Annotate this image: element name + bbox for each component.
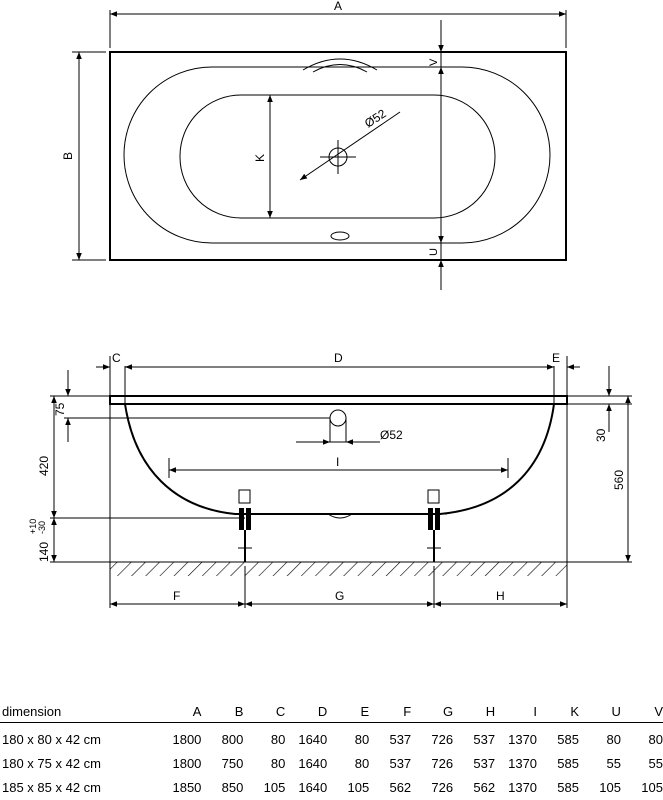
table-header-H: H — [453, 700, 496, 723]
table-cell: 1640 — [298, 731, 328, 747]
table-row: 185 x 85 x 42 cm 1850 850 105 1640 105 5… — [0, 775, 663, 799]
table-header-B: B — [201, 700, 244, 723]
leg-left — [232, 489, 258, 562]
table-header-G: G — [411, 700, 454, 723]
table-cell: 585 — [557, 731, 579, 747]
table-cell: 750 — [221, 755, 244, 771]
dim-C-label: C — [112, 351, 121, 365]
side-view: Ø52 C D E — [28, 351, 632, 608]
tub-outer-rim — [109, 51, 567, 261]
table-cell: 537 — [389, 755, 412, 771]
table-cell: 180 x 80 x 42 cm — [2, 731, 101, 747]
table-cell: 105 — [641, 779, 663, 795]
table-header-A: A — [159, 700, 202, 723]
table-cell: 1800 — [172, 731, 202, 747]
table-cell: 726 — [431, 779, 454, 795]
table-row: 180 x 80 x 42 cm 1800 800 80 1640 80 537… — [0, 723, 663, 752]
dim-E-label: E — [552, 351, 560, 365]
drain-leader — [299, 111, 401, 181]
table-cell: 55 — [648, 755, 663, 771]
table-cell: 180 x 75 x 42 cm — [2, 755, 101, 771]
dim-420-label: 420 — [37, 456, 51, 476]
dim-I-label: I — [336, 455, 339, 469]
dim-75-label: 75 — [53, 402, 67, 416]
table-cell: 562 — [389, 779, 412, 795]
table-cell: 800 — [221, 731, 244, 747]
dim-V-label: V — [428, 58, 440, 66]
dim-K-label: K — [253, 154, 267, 162]
table-cell: 726 — [431, 731, 454, 747]
table-cell: 1640 — [298, 779, 328, 795]
side-overflow — [329, 409, 347, 427]
table-cell: 537 — [473, 731, 496, 747]
floor-hatching — [110, 562, 567, 576]
table-cell: 105 — [347, 779, 370, 795]
dim-560-label: 560 — [612, 470, 626, 490]
tolerance-plus: +10 — [28, 519, 38, 534]
table-cell: 562 — [473, 779, 496, 795]
dimension-table: dimension A B C D E F G H I K U V 180 x … — [0, 700, 663, 799]
table-cell: 537 — [473, 755, 496, 771]
table-cell: 80 — [648, 731, 663, 747]
table-header-row: dimension A B C D E F G H I K U V — [0, 700, 663, 723]
tub-body-profile — [124, 403, 555, 515]
overflow-outline — [302, 58, 378, 71]
bathtub-technical-drawing: Ø52 A B K V U — [28, 0, 632, 608]
table-cell: 1640 — [298, 755, 328, 771]
table-header-F: F — [369, 700, 412, 723]
table-cell: 80 — [354, 731, 370, 747]
dim-G-label: G — [335, 589, 344, 603]
table-header-I: I — [495, 700, 538, 723]
table-header-C: C — [243, 700, 286, 723]
top-view: Ø52 A B K V U — [61, 0, 567, 290]
table-cell: 1370 — [508, 755, 538, 771]
dim-B-label: B — [61, 152, 75, 160]
table-cell: 80 — [270, 755, 286, 771]
table-cell: 80 — [354, 755, 370, 771]
dim-H-label: H — [496, 589, 505, 603]
tub-bottom-outline — [179, 94, 496, 219]
table-cell: 585 — [557, 779, 579, 795]
table-cell: 1850 — [172, 779, 202, 795]
dim-U-label: U — [428, 248, 440, 256]
top-drain-label: Ø52 — [362, 106, 389, 130]
dim-140-label: 140 — [37, 542, 51, 562]
dim-30-label: 30 — [594, 428, 608, 442]
front-overflow — [330, 231, 350, 241]
table-header-V: V — [620, 700, 663, 723]
table-header-dimension: dimension — [0, 700, 160, 723]
dim-D-label: D — [334, 351, 343, 365]
table-cell: 80 — [606, 731, 621, 747]
table-cell: 1370 — [508, 779, 538, 795]
table-header-E: E — [327, 700, 370, 723]
table-header-D: D — [285, 700, 328, 723]
dim-F-label: F — [173, 589, 180, 603]
tub-rim — [109, 395, 568, 405]
tolerance-minus: -30 — [37, 521, 47, 534]
table-cell: 80 — [270, 731, 286, 747]
table-cell: 537 — [389, 731, 412, 747]
table-cell: 726 — [431, 755, 454, 771]
table-cell: 185 x 85 x 42 cm — [2, 779, 101, 795]
table-header-U: U — [578, 700, 621, 723]
table-cell: 105 — [263, 779, 286, 795]
table-cell: 1800 — [172, 755, 202, 771]
side-drain-label: Ø52 — [380, 428, 403, 442]
dim-A-label: A — [334, 0, 342, 13]
table-cell: 1370 — [508, 731, 538, 747]
table-row: 180 x 75 x 42 cm 1800 750 80 1640 80 537… — [0, 751, 663, 775]
table-cell: 105 — [599, 779, 621, 795]
tub-basin-outline — [123, 66, 551, 244]
table-cell: 585 — [557, 755, 579, 771]
table-cell: 850 — [221, 779, 244, 795]
leg-right — [421, 489, 447, 562]
table-header-K: K — [537, 700, 579, 723]
table-cell: 55 — [606, 755, 621, 771]
